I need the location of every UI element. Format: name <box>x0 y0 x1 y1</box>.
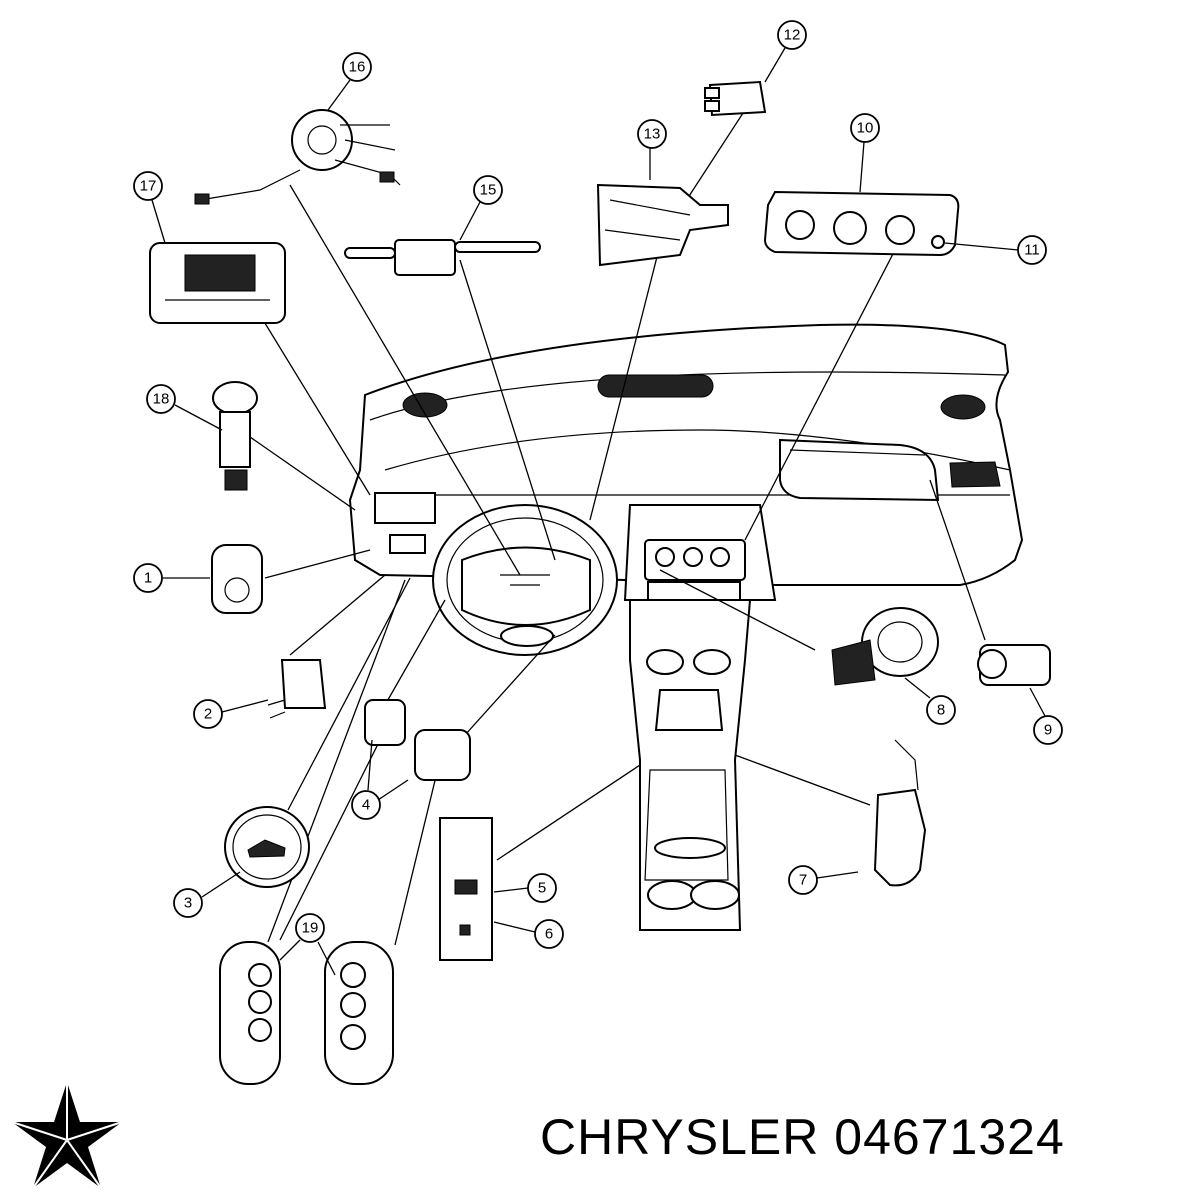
svg-text:9: 9 <box>1044 722 1052 739</box>
part-16-clockspring <box>194 109 401 205</box>
callout-2: 2 <box>193 699 269 729</box>
callout-1: 1 <box>133 563 210 593</box>
svg-text:7: 7 <box>799 872 807 889</box>
svg-text:15: 15 <box>480 182 497 199</box>
part-4-switch-right <box>414 729 471 781</box>
part-3-cap <box>224 806 310 888</box>
callout-6: 6 <box>493 919 564 949</box>
svg-text:16: 16 <box>349 59 366 76</box>
svg-text:17: 17 <box>140 178 157 195</box>
instrument-panel-assembly <box>348 323 1024 931</box>
svg-text:4: 4 <box>362 797 370 814</box>
part-10-hvac-control <box>763 190 960 257</box>
part-number: 04671324 <box>834 1109 1065 1165</box>
leader-lines <box>239 109 986 946</box>
part-17-panel <box>149 242 286 324</box>
brand-name: CHRYSLER <box>540 1109 820 1165</box>
svg-text:13: 13 <box>644 126 661 143</box>
part-1-switch <box>211 544 263 614</box>
callout-18: 18 <box>146 384 223 431</box>
part-19-switch-right <box>324 941 394 1085</box>
part-5-6-switch-panel <box>439 817 493 961</box>
part-8-switch <box>831 607 939 686</box>
part-4-switch-left <box>364 699 406 746</box>
part-15-multifunction-switch <box>344 239 541 276</box>
svg-text:5: 5 <box>538 880 546 897</box>
svg-text:6: 6 <box>545 926 553 943</box>
callout-8: 8 <box>904 677 956 725</box>
chrysler-pentastar-icon <box>11 1082 123 1189</box>
svg-text:3: 3 <box>184 895 192 912</box>
part-9-switch <box>977 644 1051 686</box>
svg-text:1: 1 <box>144 570 152 587</box>
svg-text:8: 8 <box>937 702 945 719</box>
callout-17: 17 <box>133 171 166 244</box>
part-caption: CHRYSLER 04671324 <box>540 1108 1065 1166</box>
callout-7: 7 <box>788 865 859 895</box>
svg-text:11: 11 <box>1024 242 1040 259</box>
svg-text:12: 12 <box>784 27 801 44</box>
part-13-wiring-module <box>596 183 729 267</box>
callout-16: 16 <box>327 52 372 111</box>
svg-text:18: 18 <box>153 391 170 408</box>
part-7-bracket <box>873 739 927 887</box>
svg-text:2: 2 <box>204 706 212 723</box>
callout-11: 11 <box>944 235 1047 265</box>
callout-4: 4 <box>351 739 409 820</box>
callout-5: 5 <box>493 873 557 903</box>
svg-text:10: 10 <box>857 120 874 137</box>
callout-13: 13 <box>637 119 667 180</box>
callout-10: 10 <box>850 113 880 193</box>
callout-12: 12 <box>764 20 807 83</box>
part-18-switch <box>212 381 258 491</box>
callout-19: 19 <box>279 913 336 976</box>
svg-text:19: 19 <box>302 920 319 937</box>
part-12-switch <box>704 80 767 117</box>
callout-9: 9 <box>1029 687 1063 745</box>
part-19-switch-left <box>219 941 281 1085</box>
part-2-relay <box>267 659 327 719</box>
callout-3: 3 <box>173 871 241 918</box>
callout-15: 15 <box>459 175 503 241</box>
